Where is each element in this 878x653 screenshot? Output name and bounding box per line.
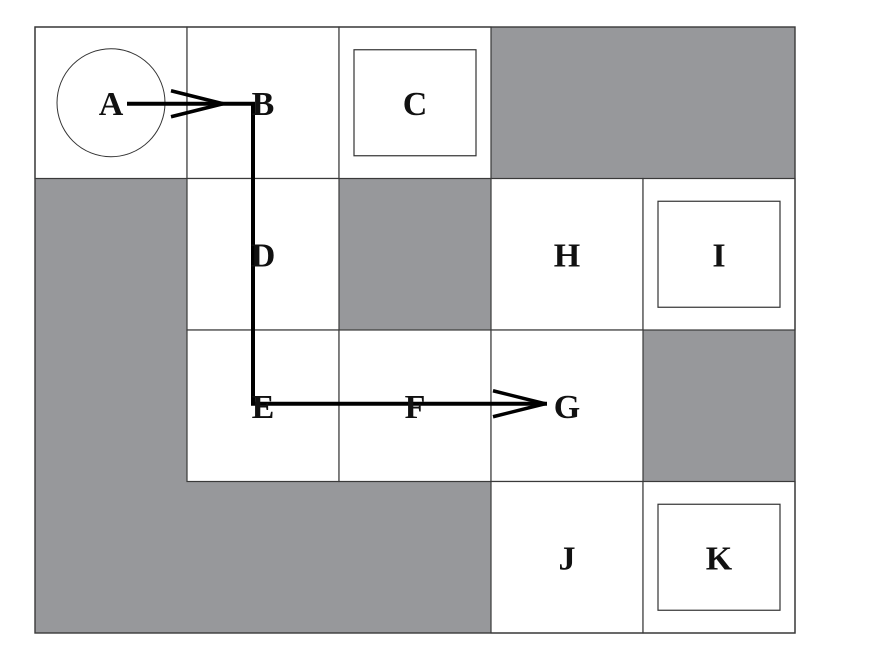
cell-label-h: H <box>554 237 580 274</box>
wall-cell <box>34 481 188 634</box>
grid-outer-border <box>34 26 796 634</box>
cell-label-b: B <box>252 86 275 123</box>
cells-layer <box>34 26 796 634</box>
cell-k <box>642 480 796 634</box>
wall-cell <box>34 329 188 482</box>
markers-layer <box>56 48 781 611</box>
cell-label-e: E <box>252 389 275 426</box>
cell-c <box>338 26 492 180</box>
goal-square-marker <box>657 200 781 308</box>
cell-h <box>490 177 644 331</box>
goal-square-marker <box>353 49 477 157</box>
path-line <box>127 101 547 406</box>
walls-layer <box>34 26 796 634</box>
cell-label-k: K <box>706 540 733 577</box>
arrowhead-a-to-b <box>170 89 224 119</box>
cell-label-c: C <box>403 86 428 123</box>
wall-cell <box>34 178 188 331</box>
cell-i <box>642 177 796 331</box>
wall-cell <box>338 481 492 634</box>
cell-d <box>186 177 340 331</box>
grid-lines-layer <box>34 26 796 634</box>
cell-label-g: G <box>554 389 580 426</box>
cell-j <box>490 480 644 634</box>
cell-label-j: J <box>559 540 576 577</box>
cell-label-i: I <box>712 237 725 274</box>
cell-label-a: A <box>99 86 124 123</box>
labels-layer: A B C D H I E F G J K <box>99 86 733 578</box>
wall-cell <box>186 481 340 634</box>
arrowhead-f-to-g <box>492 389 546 419</box>
cell-label-d: D <box>251 237 276 274</box>
cell-label-f: F <box>405 389 426 426</box>
wall-cell <box>490 26 644 179</box>
goal-square-marker <box>657 503 781 611</box>
wall-cell <box>338 178 492 331</box>
path-layer <box>127 89 547 419</box>
wall-cell <box>642 329 796 482</box>
wall-cell <box>642 26 796 179</box>
